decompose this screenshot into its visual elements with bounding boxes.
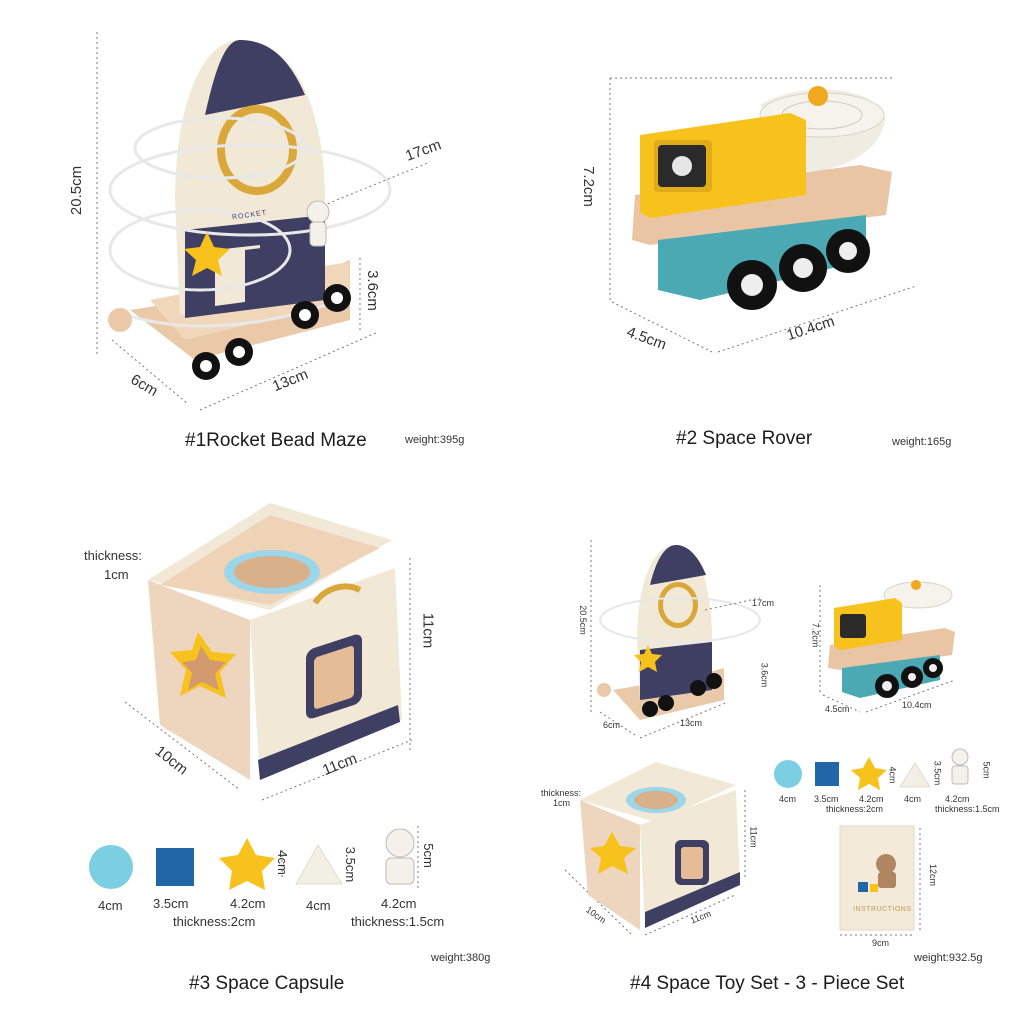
shape-astronaut-thickness: thickness:1.5cm [351, 914, 445, 929]
capsule-title: #3 Space Capsule [189, 973, 345, 994]
set-rocket-length: 13cm [680, 718, 703, 728]
shape-triangle-size: 4cm [306, 898, 331, 913]
set-rover-depth: 4.5cm [825, 704, 850, 714]
set-rover-length: 10.4cm [902, 700, 932, 710]
shape-circle-size: 4cm [98, 898, 123, 913]
set-rocket-height: 20.5cm [577, 605, 588, 635]
capsule-weight: weight:380g [431, 952, 491, 964]
capsule-thickness-value: 1cm [104, 567, 129, 582]
set-rocket-base: 3.6cm [759, 662, 770, 688]
rocket-weight: weight:395g [405, 434, 465, 446]
set-rocket-depth: 6cm [603, 720, 621, 730]
set-capsule-thickness-value: 1cm [553, 798, 571, 808]
set-shape-star-size: 4.2cm [859, 794, 884, 804]
set-shape-astronaut-height: 5cm [981, 761, 992, 779]
manual-width: 9cm [872, 938, 890, 948]
capsule-thickness-label: thickness: [84, 548, 142, 563]
set-weight: weight:932.5g [914, 952, 983, 964]
set-shape-circle-size: 4cm [779, 794, 797, 804]
set-rocket-wire: 17cm [752, 598, 775, 608]
set-shape-triangle-size: 4cm [904, 794, 922, 804]
shape-square-thickness: thickness:2cm [173, 914, 256, 929]
rocket-title: #1Rocket Bead Maze [185, 430, 367, 451]
set-rover-height: 7.2cm [810, 622, 821, 648]
manual-label: INSTRUCTIONS [853, 906, 912, 913]
set-shape-square-thickness: thickness:2cm [826, 804, 884, 814]
manual-height: 12cm [928, 863, 939, 887]
set-title: #4 Space Toy Set - 3 - Piece Set [630, 973, 905, 994]
set-shape-star-height: 4cm [887, 766, 898, 784]
set-capsule-height: 11cm [748, 826, 759, 848]
set-shape-astronaut-size: 4.2cm [945, 794, 970, 804]
rover-title: #2 Space Rover [676, 428, 813, 449]
rover-weight: weight:165g [892, 436, 952, 448]
shape-star-size: 4.2cm [230, 896, 266, 911]
shape-square-size: 3.5cm [153, 896, 189, 911]
set-capsule-thickness-label: thickness: [541, 788, 582, 798]
set-shape-astronaut-thickness: thickness:1.5cm [935, 804, 1000, 814]
set-shape-triangle-height: 3.5cm [932, 760, 943, 786]
set-shape-square-size: 3.5cm [814, 794, 839, 804]
shape-astronaut-size: 4.2cm [381, 896, 417, 911]
